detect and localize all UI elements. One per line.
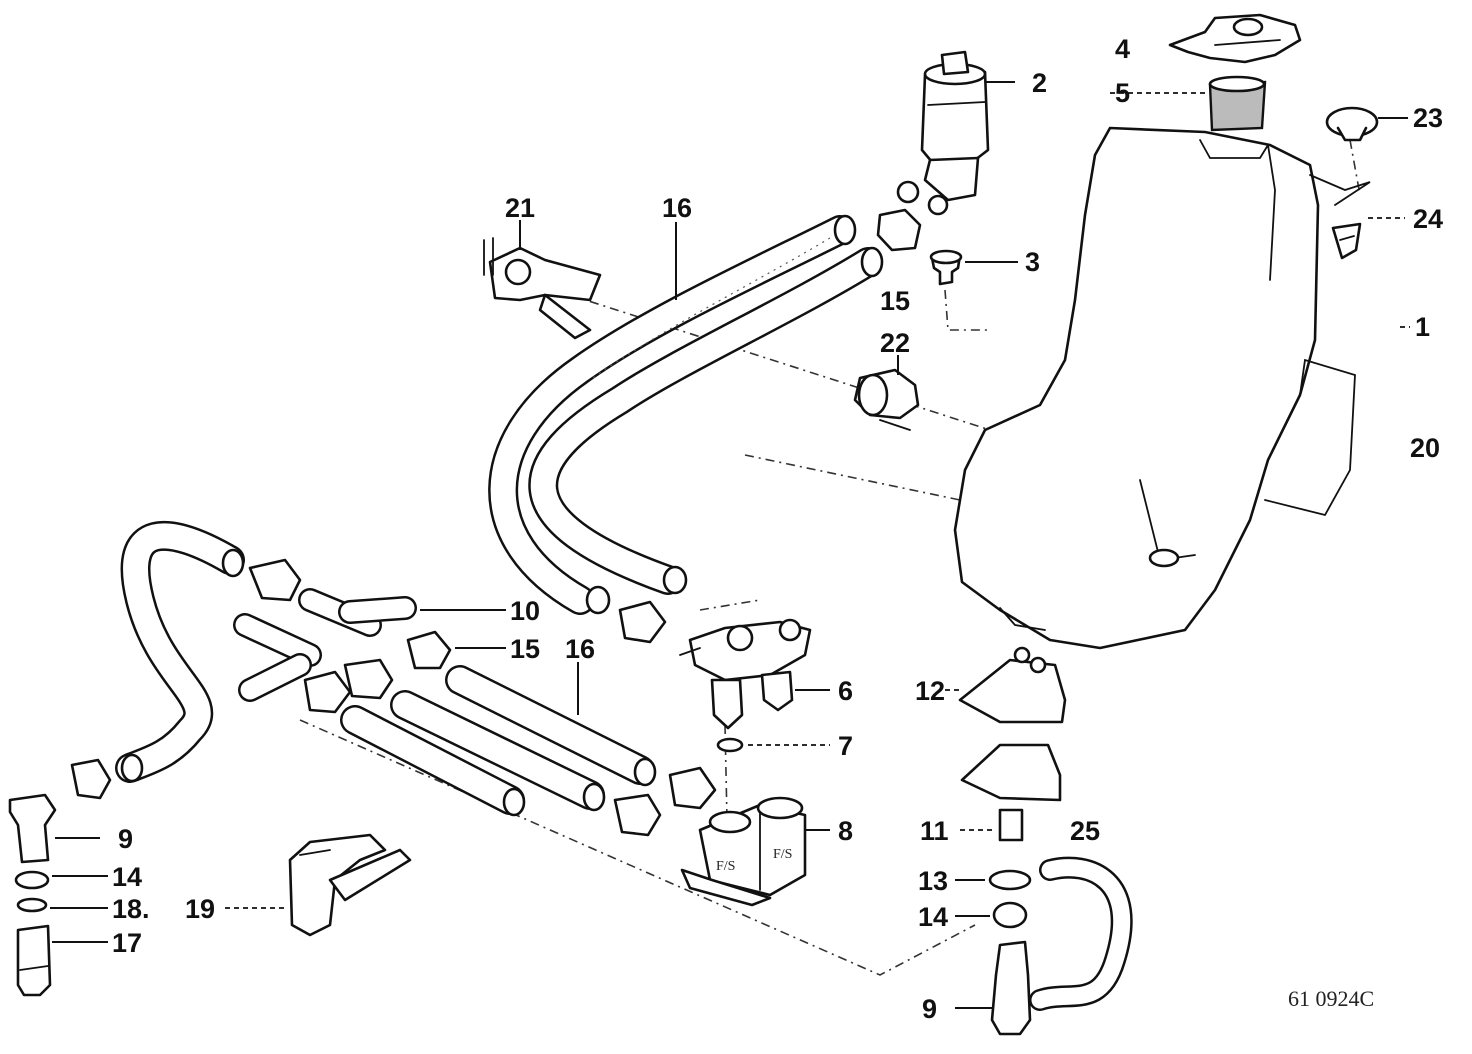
nut-lower xyxy=(992,901,1028,929)
washer-pump xyxy=(896,50,990,216)
callout-9-left: 9 xyxy=(118,824,133,854)
callout-14-right: 14 xyxy=(918,902,948,932)
callout-labels: 2 4 5 23 24 3 1 20 15 22 21 16 10 15 16 … xyxy=(112,34,1443,1024)
callout-21: 21 xyxy=(505,193,535,223)
seal-washer xyxy=(716,737,744,753)
valve-mark-right: F/S xyxy=(773,847,792,862)
main-hoses xyxy=(488,214,884,615)
lower-hoses xyxy=(340,665,657,817)
valve-mark-left: F/S xyxy=(716,859,735,874)
callout-3: 3 xyxy=(1025,247,1040,277)
spray-nozzle xyxy=(960,743,1062,842)
rubber-plug xyxy=(1325,106,1379,142)
expanding-nut xyxy=(1331,222,1362,260)
callout-2: 2 xyxy=(1032,68,1047,98)
callout-11: 11 xyxy=(920,816,949,846)
lower-clamps xyxy=(70,600,717,837)
callout-17: 17 xyxy=(112,928,142,958)
callout-19-text: 19 xyxy=(185,894,215,924)
callout-23: 23 xyxy=(1413,103,1443,133)
level-sensor xyxy=(483,237,602,340)
callout-24: 24 xyxy=(1413,204,1443,234)
callout-15-mid: 15 xyxy=(510,634,540,664)
callout-20: 20 xyxy=(1410,433,1440,463)
callout-12: 12 xyxy=(915,676,945,706)
washer-reservoir xyxy=(953,126,1371,650)
hose-clamp xyxy=(876,208,922,252)
callout-25: 25 xyxy=(1070,816,1100,846)
callout-15-top: 15 xyxy=(880,286,910,316)
seal-ring-upper xyxy=(988,869,1032,891)
leader-lines xyxy=(50,81,1410,1009)
filter-strainer xyxy=(1208,75,1267,132)
callout-8: 8 xyxy=(838,816,853,846)
callout-7: 7 xyxy=(838,731,853,761)
callout-1: 1 xyxy=(1415,312,1430,342)
callout-9-right: 9 xyxy=(922,994,937,1024)
nozzle-stem-left xyxy=(8,793,57,997)
solenoid-valve: F/S F/S xyxy=(680,796,807,907)
drawing-number: 61 0924C xyxy=(1288,986,1374,1011)
callout-5: 5 xyxy=(1115,78,1130,108)
connector-tubes xyxy=(233,558,452,714)
callout-18: 18. xyxy=(112,894,150,924)
bushing xyxy=(853,368,920,431)
pump-grommet xyxy=(929,249,963,286)
callout-6: 6 xyxy=(838,676,853,706)
callout-14-left: 14 xyxy=(112,862,142,892)
nozzle-cap xyxy=(958,646,1067,724)
filler-cap xyxy=(1168,13,1302,64)
left-hose-loop xyxy=(115,520,245,783)
callout-16-mid: 16 xyxy=(565,634,595,664)
check-valve-block xyxy=(679,618,812,730)
nozzle-stem-right xyxy=(990,856,1133,1036)
callout-13: 13 xyxy=(918,866,948,896)
callout-10: 10 xyxy=(510,596,540,626)
callout-16-top: 16 xyxy=(662,193,692,223)
callout-4: 4 xyxy=(1115,34,1130,64)
nozzle-bracket xyxy=(288,833,412,937)
callout-22: 22 xyxy=(880,328,910,358)
